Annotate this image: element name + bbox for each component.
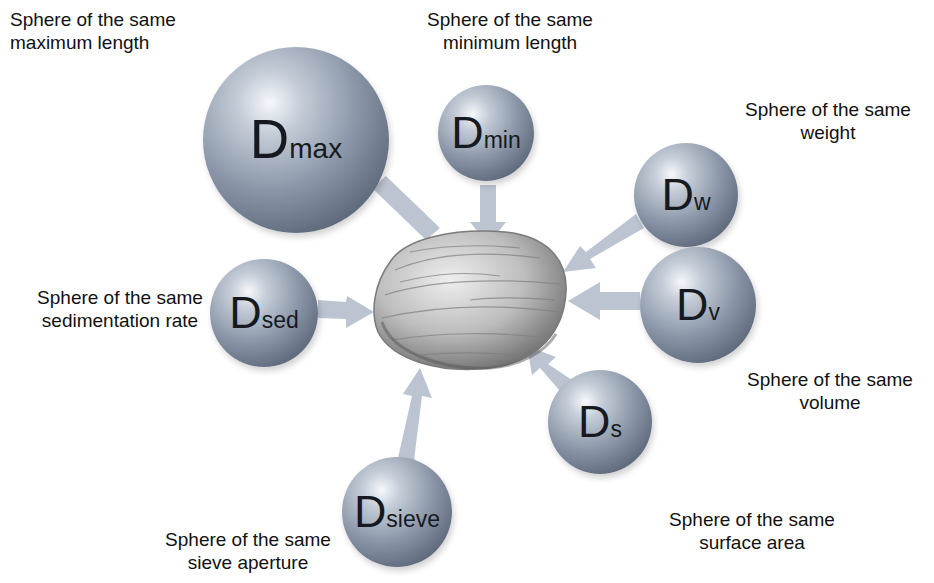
arrow-bars xyxy=(318,176,644,460)
sphere-caption: Sphere of the same surface area xyxy=(662,508,842,554)
caption-holder: Sphere of the same minimum length xyxy=(420,8,600,54)
sphere-node: DmaxSphere of the same maximum length xyxy=(203,47,389,233)
caption-holder: Sphere of the same maximum length xyxy=(10,8,190,54)
diameter-symbol: Ds xyxy=(578,400,622,445)
sphere-node: DminSphere of the same minimum length xyxy=(438,85,534,181)
sphere-caption: Sphere of the same maximum length xyxy=(10,8,190,54)
diameter-symbol: Dv xyxy=(676,283,720,328)
caption-holder: Sphere of the same weight xyxy=(738,98,918,144)
sphere: Dv xyxy=(640,247,756,363)
diameter-symbol: Dmax xyxy=(250,113,342,168)
caption-holder: Sphere of the same volume xyxy=(740,368,920,414)
sphere-caption: Sphere of the same volume xyxy=(740,368,920,414)
caption-holder: Sphere of the same sedimentation rate xyxy=(30,286,210,332)
sphere-node: DwSphere of the same weight xyxy=(634,143,738,247)
sphere-caption: Sphere of the same sieve aperture xyxy=(158,528,338,574)
sphere: Dw xyxy=(634,143,738,247)
diameter-symbol: Dsieve xyxy=(354,490,440,535)
sphere-caption: Sphere of the same sedimentation rate xyxy=(30,286,210,332)
sphere: Ds xyxy=(548,370,652,474)
sphere: Dsed xyxy=(210,259,318,367)
diameter-symbol: Dsed xyxy=(229,291,298,336)
sphere: Dsieve xyxy=(342,457,452,567)
sphere-node: DsedSphere of the same sedimentation rat… xyxy=(210,259,318,367)
sphere-caption: Sphere of the same minimum length xyxy=(420,8,600,54)
diameter-symbol: Dmin xyxy=(451,111,520,156)
stone-particle xyxy=(374,231,566,369)
caption-holder: Sphere of the same surface area xyxy=(662,508,842,554)
sphere-node: DsieveSphere of the same sieve aperture xyxy=(342,457,452,567)
diameter-symbol: Dw xyxy=(661,173,710,218)
sphere-node: DvSphere of the same volume xyxy=(640,247,756,363)
sphere: Dmax xyxy=(203,47,389,233)
sphere: Dmin xyxy=(438,85,534,181)
sphere-caption: Sphere of the same weight xyxy=(738,98,918,144)
caption-holder: Sphere of the same sieve aperture xyxy=(158,528,338,574)
sphere-node: DsSphere of the same surface area xyxy=(548,370,652,474)
